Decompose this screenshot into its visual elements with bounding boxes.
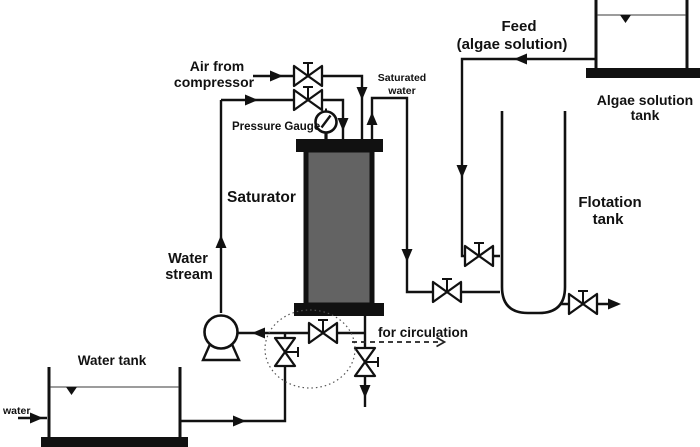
air-arrow-right-icon — [270, 70, 283, 82]
saturator-lid — [296, 139, 383, 152]
diagram-labels: Air from compressor Pressure Gauge Satur… — [2, 18, 693, 417]
flotation-tank-label: tank — [593, 211, 625, 228]
drain-pipe — [353, 316, 380, 407]
circulation-arrow-down-icon — [337, 118, 349, 131]
pump-suction-pipe — [238, 318, 365, 345]
feed-label: Feed — [501, 18, 536, 35]
drain-arrow-down-icon — [359, 385, 371, 398]
saturated-water-pipe — [366, 96, 500, 304]
saturator-base — [294, 303, 384, 316]
water-stream-riser-pipe — [215, 100, 227, 313]
tank-outlet-arrow-icon — [233, 415, 246, 427]
circulation-top-pipe — [221, 85, 349, 139]
valve-group-highlight — [264, 309, 356, 389]
drain-valve-icon — [353, 346, 380, 378]
pressure-gauge-icon — [314, 108, 338, 140]
water-tank-outlet-pipe — [180, 333, 300, 427]
saturated-water-arrow-up-icon — [366, 112, 378, 125]
saturated-water-arrow-down-icon — [401, 249, 413, 262]
saturator-vessel — [294, 139, 384, 316]
water-tank-base — [41, 437, 188, 447]
water-inlet-pipe — [18, 412, 47, 424]
algae-solution-tank-label: Algae solution — [597, 92, 693, 108]
water-tank-label: Water tank — [78, 353, 147, 368]
algae-solution-tank — [586, 0, 700, 78]
algae-tank-base — [586, 68, 700, 78]
suction-arrow-left-icon — [252, 327, 265, 339]
flotation-tank-label: Flotation — [578, 194, 641, 211]
flotation-outlet-valve-icon — [567, 289, 599, 316]
water-tank — [41, 367, 188, 447]
air-from-compressor-label: Air from — [190, 58, 244, 74]
feed-arrow-down-icon — [456, 165, 468, 178]
water-stream-label: stream — [165, 267, 213, 283]
circulation-arrow-right-icon — [245, 94, 258, 106]
pump-icon — [201, 314, 241, 362]
for-circulation-label: for circulation — [378, 325, 468, 340]
for-circulation-dashed-arrow — [352, 336, 447, 348]
air-from-compressor-label: compressor — [174, 74, 255, 90]
water-inlet-label: water — [2, 405, 30, 417]
water-level-marker-icon — [66, 387, 77, 395]
air-supply-pipe — [253, 61, 368, 139]
feed-pipe — [456, 53, 595, 268]
feed-valve-icon — [463, 241, 495, 268]
flotation-outlet-pipe — [561, 289, 621, 316]
saturated-water-label: water — [387, 85, 415, 97]
saturator-label: Saturator — [227, 189, 296, 206]
flotation-tank — [500, 111, 567, 315]
circulation-top-valve-icon — [292, 85, 324, 112]
saturated-water-valve-icon — [431, 277, 463, 304]
flotation-outlet-arrow-icon — [608, 298, 621, 310]
water-stream-label: Water — [168, 251, 208, 267]
water-inlet-arrow-icon — [30, 412, 43, 424]
air-valve-icon — [292, 61, 324, 88]
water-stream-arrow-up-icon — [215, 235, 227, 248]
saturator-body — [303, 147, 375, 308]
algae-solution-tank-label: tank — [631, 107, 660, 123]
feed-label: (algae solution) — [457, 36, 568, 53]
saturated-water-label: Saturated — [378, 72, 426, 84]
air-arrow-down-icon — [356, 87, 368, 100]
tank-outlet-valve-icon — [273, 336, 300, 368]
circulation-bottom-valve-icon — [307, 318, 339, 345]
pressure-gauge-label: Pressure Gauge — [232, 121, 320, 133]
water-level-marker-icon — [620, 15, 631, 23]
feed-arrow-left-icon — [514, 53, 527, 65]
